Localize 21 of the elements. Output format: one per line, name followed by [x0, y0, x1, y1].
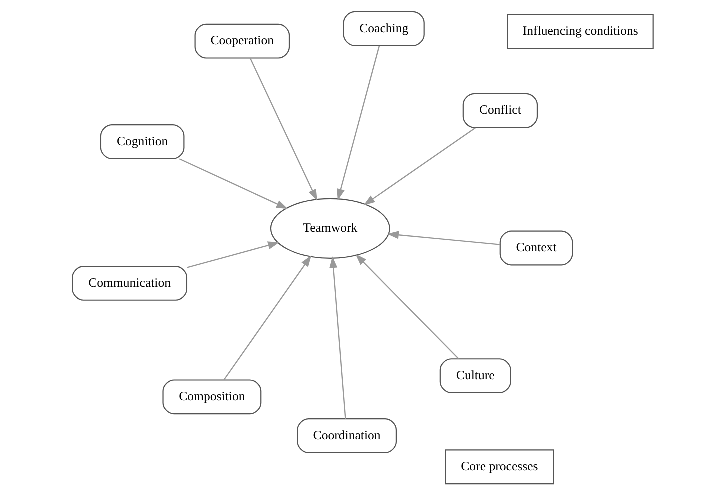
arrow [356, 254, 460, 360]
node-box: Communication [72, 266, 188, 301]
arrow [224, 256, 312, 380]
arrow [364, 127, 476, 206]
node-box: Cooperation [194, 24, 290, 59]
arrow [186, 242, 280, 268]
node-box: Context [500, 230, 574, 266]
arrow [179, 158, 288, 210]
arrow [387, 231, 500, 246]
node-box: Core processes [445, 450, 554, 485]
node-box: Influencing conditions [507, 14, 654, 50]
node-box: Culture [440, 358, 512, 394]
node-box: Cognition [100, 124, 185, 160]
node-box: Coordination [297, 418, 397, 454]
node-ellipse: Teamwork [270, 198, 390, 259]
node-box: Composition [162, 380, 262, 415]
node-box: Conflict [462, 93, 538, 128]
node-box: Coaching [343, 11, 425, 46]
arrow [250, 58, 318, 202]
arrow [337, 46, 380, 201]
arrow [330, 256, 346, 420]
